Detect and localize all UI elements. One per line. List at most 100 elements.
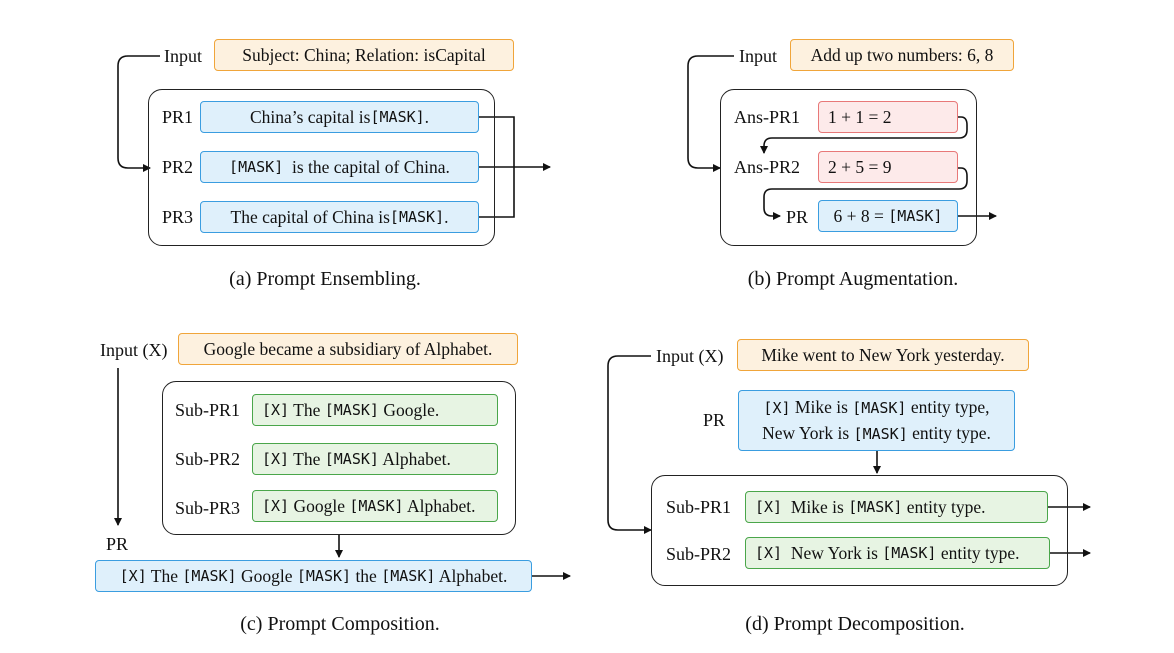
b-input-label: Input xyxy=(739,46,777,66)
b-ans-pr1-box: 1 + 1 = 2 xyxy=(818,101,958,133)
x-token: [X] xyxy=(262,450,290,468)
x-token: [X] xyxy=(763,398,791,417)
c-input-text: Google became a subsidiary of Alphabet. xyxy=(203,338,493,359)
a-input-loop-arrow xyxy=(117,55,160,172)
d-pr-text-end: entity type, xyxy=(906,396,990,417)
c-sub2-box: [X] The [MASK] Alphabet. xyxy=(252,443,498,475)
d-input-label: Input (X) xyxy=(656,346,724,366)
mask-token: [MASK] xyxy=(182,567,237,585)
a-input-box: Subject: China; Relation: isCapital xyxy=(214,39,514,71)
a-pr2-box: [MASK] is the capital of China. xyxy=(200,151,479,183)
mask-token: [MASK] xyxy=(389,208,445,226)
c-sub3-text-end: Alphabet. xyxy=(403,495,476,516)
c-sub-prompt-group xyxy=(162,381,516,535)
mask-token: [MASK] xyxy=(848,498,903,516)
c-pr-text-end: Alphabet. xyxy=(435,565,508,586)
c-sub3-label: Sub-PR3 xyxy=(175,498,241,518)
a-input-label: Input xyxy=(164,46,202,66)
d-sub1-box: [X] Mike is [MASK] entity type. xyxy=(745,491,1048,523)
c-sub1-text-end: Google. xyxy=(378,399,440,420)
d-pr-text: New York is xyxy=(762,422,854,443)
b-ans-pr2-label: Ans-PR2 xyxy=(734,157,801,177)
a-pr3-text-end: . xyxy=(444,206,449,227)
d-pr-label: PR xyxy=(703,410,726,430)
b-pr-label: PR xyxy=(786,207,809,227)
b-prompt-group xyxy=(720,89,977,246)
mask-token: [MASK] xyxy=(324,401,379,419)
c-caption: (c) Prompt Composition. xyxy=(240,613,440,635)
a-pr1-text: China’s capital is xyxy=(249,106,371,127)
mask-token: [MASK] xyxy=(349,497,404,515)
d-pr-text: Mike is xyxy=(790,396,853,417)
d-sub1-text-end: entity type. xyxy=(902,496,986,517)
c-sub2-text: The xyxy=(289,448,325,469)
x-token: [X] xyxy=(262,497,290,515)
a-pr1-label: PR1 xyxy=(162,107,194,127)
a-caption: (a) Prompt Ensembling. xyxy=(229,268,421,290)
a-pr2-label: PR2 xyxy=(162,157,194,177)
b-input-box: Add up two numbers: 6, 8 xyxy=(790,39,1014,71)
c-pr-text: the xyxy=(351,565,382,586)
b-caption: (b) Prompt Augmentation. xyxy=(747,268,959,290)
b-ans-pr2-text: 2 + 5 = 9 xyxy=(828,156,892,177)
c-pr-label: PR xyxy=(106,534,129,554)
d-input-box: Mike went to New York yesterday. xyxy=(737,339,1029,371)
mask-token: [MASK] xyxy=(296,567,352,585)
b-pr-box: 6 + 8 = [MASK] xyxy=(818,200,958,232)
b-ans-pr2-box: 2 + 5 = 9 xyxy=(818,151,958,183)
d-input-loop-arrow xyxy=(607,355,652,534)
d-sub1-label: Sub-PR1 xyxy=(666,497,732,517)
d-sub2-text-end: entity type. xyxy=(936,542,1020,563)
c-sub3-box: [X] Google [MASK] Alphabet. xyxy=(252,490,498,522)
mask-token: [MASK] xyxy=(229,158,284,176)
b-ans-pr1-label: Ans-PR1 xyxy=(734,107,801,127)
c-sub3-text: Google xyxy=(289,495,350,516)
c-sub1-box: [X] The [MASK] Google. xyxy=(252,394,498,426)
b-input-loop-arrow xyxy=(687,55,734,172)
c-sub1-label: Sub-PR1 xyxy=(175,400,241,420)
c-pr-text: Google xyxy=(236,565,297,586)
d-sub1-text: Mike is xyxy=(782,496,849,517)
a-prompt-group xyxy=(148,89,495,246)
mask-token: [MASK] xyxy=(853,424,908,443)
mask-token: [MASK] xyxy=(852,398,907,417)
c-input-label: Input (X) xyxy=(100,340,168,360)
c-sub2-label: Sub-PR2 xyxy=(175,449,241,469)
c-input-box: Google became a subsidiary of Alphabet. xyxy=(178,333,518,365)
d-pr-line-2: New York is [MASK] entity type. xyxy=(762,421,991,447)
b-pr-text: 6 + 8 = xyxy=(833,205,889,226)
mask-token: [MASK] xyxy=(324,450,379,468)
mask-token: [MASK] xyxy=(888,207,943,225)
a-pr2-text: is the capital of China. xyxy=(283,156,450,177)
a-pr3-label: PR3 xyxy=(162,207,194,227)
d-caption: (d) Prompt Decomposition. xyxy=(745,613,965,635)
c-pr-text: The xyxy=(146,565,183,586)
b-ans-pr1-text: 1 + 1 = 2 xyxy=(828,106,892,127)
d-sub2-label: Sub-PR2 xyxy=(666,544,732,564)
d-pr-line-1: [X] Mike is [MASK] entity type, xyxy=(763,395,989,421)
a-pr3-box: The capital of China is [MASK]. xyxy=(200,201,479,233)
a-pr3-text: The capital of China is xyxy=(230,206,390,227)
c-sub1-text: The xyxy=(289,399,325,420)
x-token: [X] xyxy=(262,401,290,419)
b-input-text: Add up two numbers: 6, 8 xyxy=(810,44,994,65)
mask-token: [MASK] xyxy=(381,567,436,585)
d-pr-box: [X] Mike is [MASK] entity type, New York… xyxy=(738,390,1015,451)
c-pr-box: [X] The [MASK] Google [MASK] the [MASK] … xyxy=(95,560,532,592)
d-sub2-text: New York is xyxy=(782,542,883,563)
a-pr1-text-end: . xyxy=(424,106,430,127)
mask-token: [MASK] xyxy=(370,108,425,126)
b-chain-arrow-1 xyxy=(760,116,968,154)
x-token: [X] xyxy=(119,567,147,585)
d-pr-text-end: entity type. xyxy=(907,422,991,443)
b-chain-arrow-2 xyxy=(763,167,968,220)
d-input-text: Mike went to New York yesterday. xyxy=(761,344,1005,365)
mask-token: [MASK] xyxy=(882,544,937,562)
x-token: [X] xyxy=(755,498,783,516)
d-sub2-box: [X] New York is [MASK] entity type. xyxy=(745,537,1050,569)
a-pr1-box: China’s capital is [MASK]. xyxy=(200,101,479,133)
a-input-text: Subject: China; Relation: isCapital xyxy=(242,44,486,65)
x-token: [X] xyxy=(755,544,783,562)
c-sub2-text-end: Alphabet. xyxy=(378,448,451,469)
